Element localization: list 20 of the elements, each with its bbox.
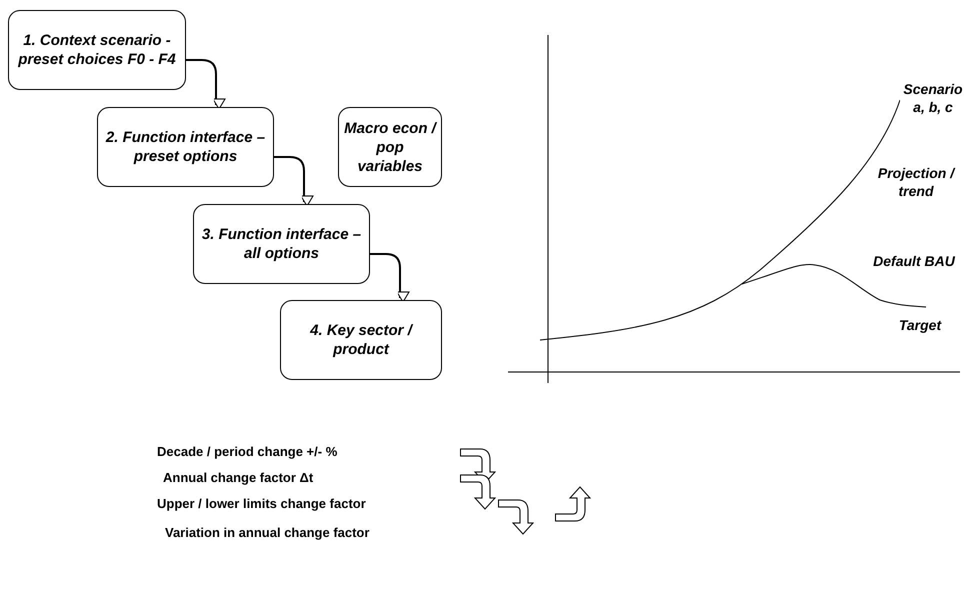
rounded-box (8, 10, 186, 90)
box-text: 2. Function interface – preset options (104, 128, 266, 166)
rounded-box (193, 204, 370, 284)
box-text: Macro econ / pop variables (343, 118, 437, 176)
factor-label: Variation in annual change factor (165, 524, 370, 542)
box-text: 3. Function interface – all options (200, 225, 362, 263)
rounded-box (338, 107, 442, 187)
curved-arrow (370, 253, 410, 302)
curve-label: Default BAU (872, 252, 956, 270)
rounded-box (97, 107, 274, 187)
factor-label: Annual change factor Δt (163, 469, 314, 487)
curve-label: Target (898, 316, 942, 334)
factor-label: Upper / lower limits change factor (157, 495, 367, 513)
curve-label: Projection / trend (876, 164, 956, 200)
rounded-box (280, 300, 442, 380)
factor-label: Decade / period change +/- % (157, 443, 338, 461)
curved-arrow (186, 59, 226, 110)
box-text: 1. Context scenario - preset choices F0 - F4 (17, 31, 177, 69)
box-text: 4. Key sector / product (309, 321, 414, 359)
curved-arrow (274, 156, 314, 206)
